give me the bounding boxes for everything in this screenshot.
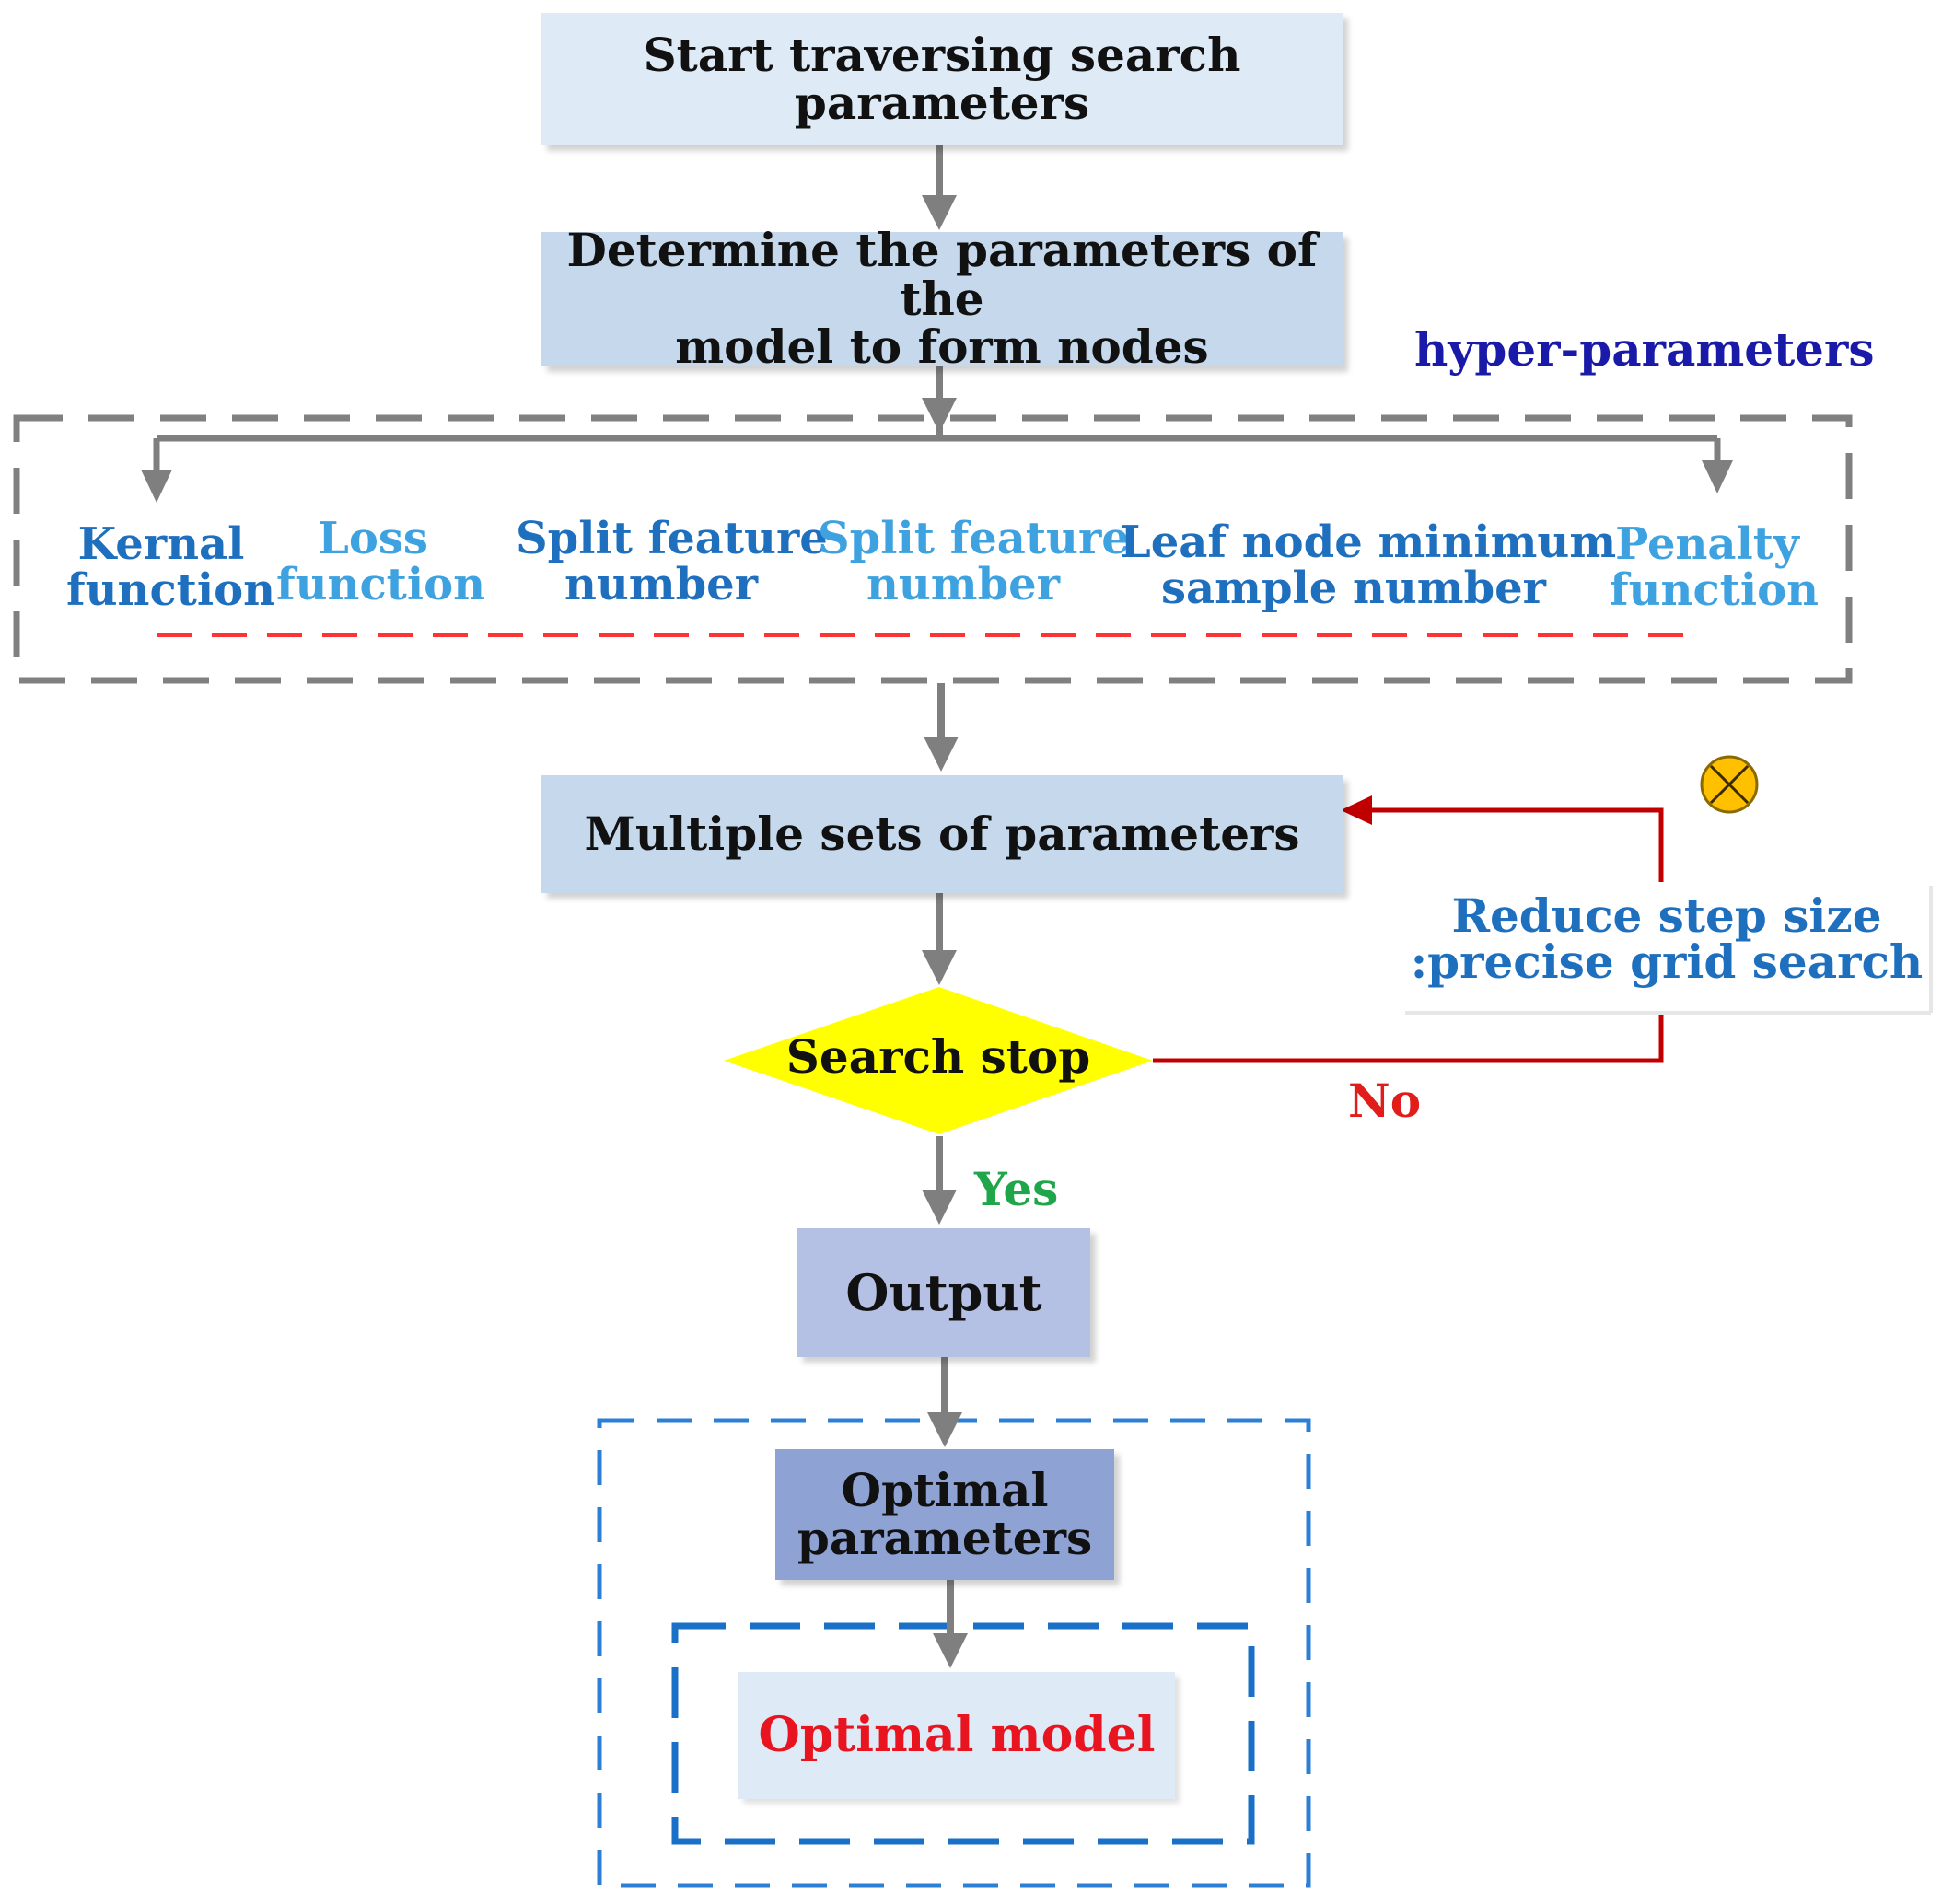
determine-node-line2: model to form nodes — [675, 319, 1209, 375]
output-node: Output — [797, 1228, 1090, 1357]
start-node: Start traversing search parameters — [541, 13, 1343, 145]
arrowhead-output-to-optimal-params — [927, 1412, 962, 1447]
param-penalty-function-line1: Penalty — [1615, 518, 1799, 570]
param-leaf-node-line2: sample number — [1161, 563, 1546, 615]
arrowhead-group-to-multiple — [924, 737, 959, 772]
determine-node: Determine the parameters of the model to… — [541, 226, 1343, 371]
start-node-line2: parameters — [794, 75, 1090, 130]
param-loss-function: Loss function — [276, 513, 485, 611]
output-label: Output — [845, 1262, 1042, 1322]
param-kernal-function-line1: Kernal — [77, 518, 245, 570]
loop-back-path — [1153, 795, 1664, 1063]
param-split-feature-number-2-line2: number — [866, 559, 1060, 611]
param-split-feature-number-2: Split feature number — [818, 513, 1130, 611]
search-stop-diamond — [724, 987, 1153, 1134]
param-split-feature-number-2-line1: Split feature — [818, 513, 1130, 564]
yes-label: Yes — [974, 1162, 1059, 1216]
optimal-parameters-line1: Optimal — [841, 1462, 1049, 1517]
optimal-model-label: Optimal model — [758, 1706, 1156, 1763]
param-penalty-function: Penalty function — [1610, 518, 1819, 617]
optimal-parameters-node: Optimal parameters — [775, 1449, 1114, 1580]
multiple-sets-node: Multiple sets of parameters — [541, 775, 1343, 893]
param-leaf-node-line1: Leaf node minimum — [1120, 517, 1617, 568]
param-loss-function-line1: Loss — [318, 513, 428, 564]
hyper-parameters-label: hyper-parameters — [1414, 322, 1875, 377]
flow-arrows — [141, 145, 1733, 1668]
loop-text-line2: :precise grid search — [1410, 935, 1924, 989]
arrowhead-branch-left — [141, 470, 172, 503]
arrowhead-multiple-to-diamond — [922, 950, 957, 985]
optimal-parameters-line2: parameters — [797, 1511, 1093, 1565]
optimal-inner-border — [671, 1622, 1255, 1845]
loop-text: Reduce step size :precise grid search — [1409, 893, 1925, 985]
arrowhead-optimal-params-to-model — [933, 1633, 968, 1668]
reset-icon — [1700, 755, 1759, 814]
param-kernal-function-line2: function — [66, 564, 275, 617]
arrowhead-determine-to-branch — [922, 398, 957, 433]
param-split-feature-number-1: Split feature number — [516, 513, 828, 611]
param-loss-function-line2: function — [276, 559, 485, 611]
start-node-line1: Start traversing search — [643, 27, 1241, 82]
loop-back-line-upper — [1368, 807, 1664, 882]
param-kernal-function: Kernal function — [66, 518, 275, 617]
multiple-sets-label: Multiple sets of parameters — [584, 806, 1300, 861]
loop-text-line1: Reduce step size — [1451, 888, 1882, 943]
arrowhead-diamond-to-output — [922, 1190, 957, 1225]
param-penalty-function-line2: function — [1610, 564, 1819, 617]
arrowhead-start-to-determine — [922, 195, 957, 230]
loop-text-panel — [1401, 882, 1930, 1011]
hyper-parameters-group-border — [13, 414, 1853, 684]
loop-back-line — [1153, 1011, 1664, 1063]
no-label: No — [1348, 1074, 1422, 1128]
determine-node-line1: Determine the parameters of the — [566, 223, 1318, 326]
optimal-model-node: Optimal model — [738, 1672, 1175, 1799]
param-split-feature-number-1-line1: Split feature — [516, 513, 828, 564]
search-stop-label: Search stop — [785, 1029, 1091, 1084]
param-split-feature-number-1-line2: number — [564, 559, 758, 611]
param-leaf-node-minimum-sample-number: Leaf node minimum sample number — [1120, 517, 1617, 615]
loop-back-arrowhead — [1341, 795, 1372, 825]
arrowhead-branch-right — [1702, 460, 1733, 493]
